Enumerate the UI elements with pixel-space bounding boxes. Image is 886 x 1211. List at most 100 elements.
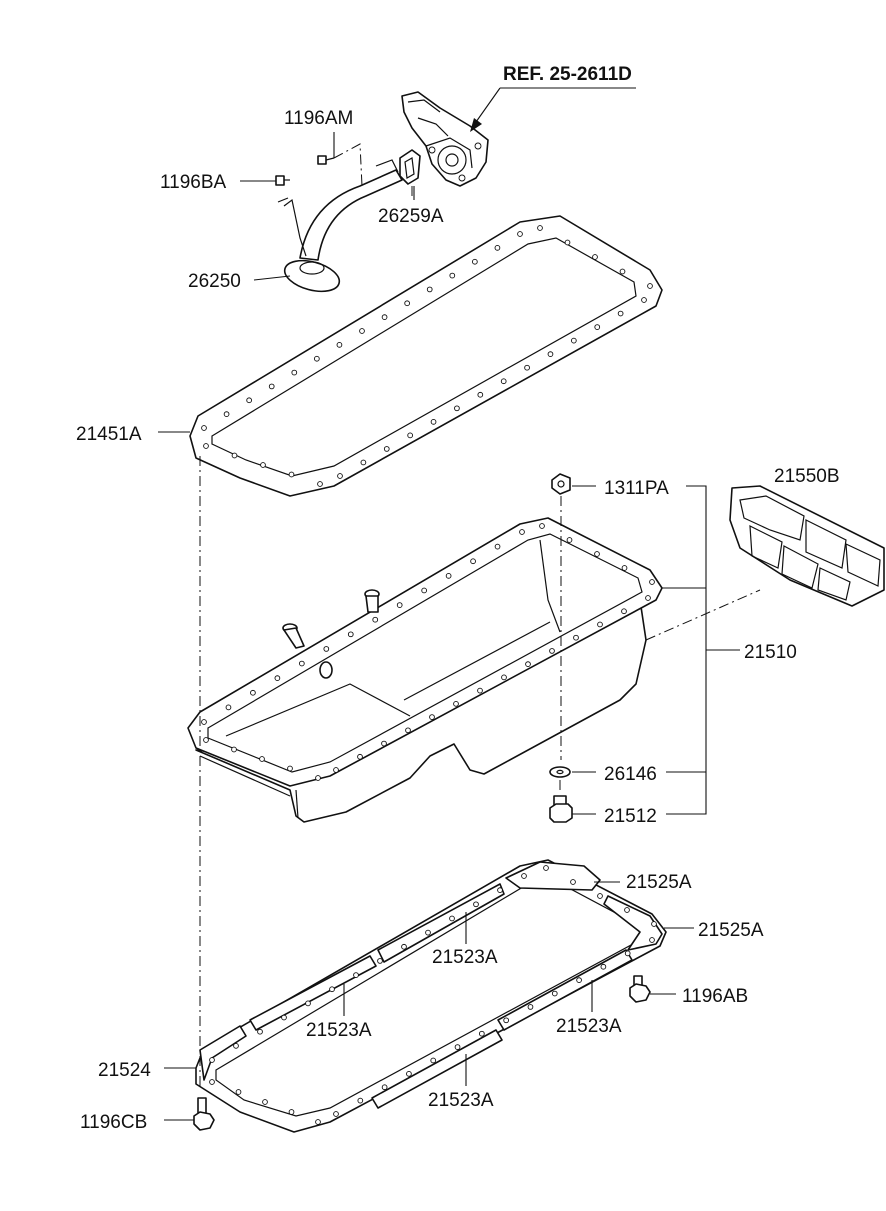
bolt-hole <box>404 300 410 307</box>
bolt-hole <box>288 1109 295 1115</box>
bolt-hole <box>231 452 238 459</box>
bolt-hole <box>600 963 607 970</box>
bolt-hole <box>259 756 265 762</box>
bolt-hole <box>333 1111 339 1117</box>
callout-21523A-4: 21523A <box>428 1090 494 1111</box>
bolt-hole <box>209 1057 215 1063</box>
callout-1311PA: 1311PA <box>604 478 669 499</box>
bolt-hole <box>617 310 624 317</box>
bolt-hole <box>521 873 527 879</box>
bolt-hole <box>203 737 209 743</box>
callout-21451A: 21451A <box>76 424 142 445</box>
bolt-hole <box>353 972 359 978</box>
bolt-hole <box>519 529 525 535</box>
callout-1196AB: 1196AB <box>682 986 748 1007</box>
bolt-hole <box>203 443 209 449</box>
oil-strainer <box>277 159 403 293</box>
bolt-hole <box>257 1028 263 1035</box>
callout-21525A-1: 21525A <box>626 872 692 893</box>
bolt-hole <box>329 986 335 993</box>
leader-lines <box>158 132 761 1121</box>
bolt-hole <box>357 753 363 760</box>
bolt-hole <box>497 887 503 894</box>
bolt-hole <box>250 689 256 696</box>
bolt-hole <box>246 397 252 404</box>
bolt-hole <box>477 687 483 694</box>
callout-21523A-1: 21523A <box>432 947 498 968</box>
bolt-hole <box>317 481 323 487</box>
bolt-hole <box>543 865 549 871</box>
bolt-hole <box>547 351 554 358</box>
bolt-hole <box>201 425 207 431</box>
bolt-hole <box>201 719 207 725</box>
callout-21524: 21524 <box>98 1060 151 1081</box>
callout-21550B: 21550B <box>774 466 840 487</box>
callout-1196CB: 1196CB <box>80 1112 147 1133</box>
bolt-hole <box>383 446 390 452</box>
callout-1196AM: 1196AM <box>284 108 353 129</box>
bolt-hole <box>621 565 628 571</box>
bolt-hole <box>274 675 281 682</box>
bolt-hole <box>430 418 437 425</box>
bolt-hole <box>573 634 579 641</box>
bolt-hole <box>231 746 237 753</box>
callout-26146: 26146 <box>604 764 657 785</box>
callout-26259A: 26259A <box>378 206 444 227</box>
bolt-hole <box>566 537 573 543</box>
bolt-hole <box>426 286 433 293</box>
callout-21512: 21512 <box>604 806 657 827</box>
bolt-hole <box>323 646 330 652</box>
bolt-hole <box>262 1099 268 1105</box>
bolt-1196BA <box>275 175 290 186</box>
bolt-hole <box>651 921 657 927</box>
bolt-hole <box>517 231 523 237</box>
bolt-1196AB <box>629 975 651 1003</box>
drain-plug-21512 <box>549 795 573 823</box>
bolt-hole <box>381 740 387 747</box>
bolt-hole <box>407 432 414 439</box>
bolt-hole <box>549 648 555 654</box>
pan-fitting-left <box>282 623 305 649</box>
bolt-hole <box>454 405 460 412</box>
bolt-hole <box>430 1057 437 1064</box>
bolt-hole <box>233 1042 239 1049</box>
bolt-hole <box>396 602 403 608</box>
bolt-hole <box>288 471 295 478</box>
strainer-gasket <box>399 149 421 185</box>
bolt-hole <box>570 337 577 344</box>
bolt-hole <box>478 1030 485 1037</box>
bolt-hole <box>525 661 531 668</box>
reference-label: REF. 25-2611D <box>503 64 632 85</box>
bolt-hole <box>564 239 571 246</box>
pan-boss <box>319 661 333 679</box>
bolt-hole <box>594 324 601 330</box>
bolt-hole <box>539 523 545 529</box>
bolt-hole <box>501 674 507 681</box>
washer-26146 <box>549 766 571 778</box>
bolt-hole <box>597 893 603 899</box>
bolt-1196AM <box>317 155 335 165</box>
bolt-hole <box>641 297 647 303</box>
bolt-hole <box>592 254 598 260</box>
stiffener-21523A-right <box>497 949 633 1031</box>
stiffener-21523A-bottom <box>371 1029 503 1109</box>
callout-1196BA: 1196BA <box>160 172 227 193</box>
bolt-hole <box>649 579 655 585</box>
bolt-hole <box>500 378 507 385</box>
bolt-hole <box>470 558 476 565</box>
bolt-hole <box>287 765 293 772</box>
bolt-hole <box>597 621 603 628</box>
nut-1311PA <box>551 473 571 495</box>
bolt-hole <box>472 258 478 265</box>
bolt-hole <box>291 369 298 376</box>
callout-21525A-2: 21525A <box>698 920 764 941</box>
bolt-hole <box>357 1097 364 1104</box>
bolt-hole <box>336 342 343 348</box>
bolt-hole <box>315 1119 321 1125</box>
bolt-hole <box>624 950 631 957</box>
bolt-hole <box>381 1084 388 1091</box>
bolt-hole <box>645 595 651 601</box>
callout-21510: 21510 <box>744 642 797 663</box>
bolt-hole <box>235 1089 242 1095</box>
